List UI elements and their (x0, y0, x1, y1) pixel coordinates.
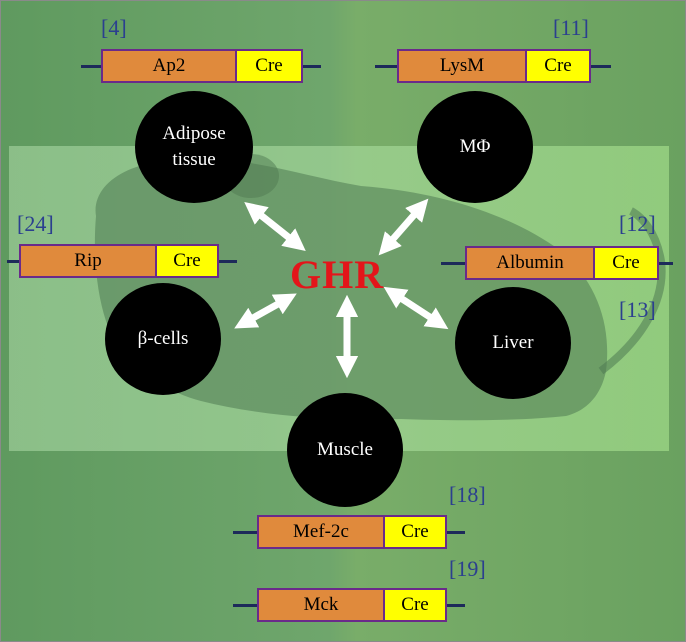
cre-segment: Cre (385, 517, 445, 547)
construct-lysm: LysM Cre (375, 49, 611, 83)
ref-label: [11] (553, 15, 589, 40)
ref-label: [13] (619, 297, 656, 322)
ref-label: [24] (17, 211, 54, 236)
cre-segment: Cre (237, 51, 301, 81)
promoter-segment: LysM (399, 51, 527, 81)
double-arrow-beta-cells (234, 293, 297, 329)
tissue-node-beta-cells: β-cells (105, 283, 221, 395)
ghr-label: GHR (290, 252, 385, 297)
promoter-segment: Mef-2c (259, 517, 385, 547)
construct-box: LysM Cre (397, 49, 591, 83)
construct-rip: Rip Cre (7, 244, 237, 278)
tissue-label: Adipose tissue (162, 123, 226, 170)
promoter-segment: Mck (259, 590, 385, 620)
promoter-segment: Ap2 (103, 51, 237, 81)
ref-label: [12] (619, 211, 656, 236)
tissue-label: β-cells (137, 328, 189, 350)
tissue-node-muscle: Muscle (287, 393, 403, 507)
promoter-segment: Rip (21, 246, 157, 276)
ref-label: [4] (101, 15, 127, 40)
tissue-node-macrophage: MΦ (417, 91, 533, 203)
double-arrow-adipose (244, 202, 306, 251)
double-arrow-macrophage (378, 198, 429, 256)
tissue-label: Liver (492, 332, 534, 354)
tissue-node-adipose: Adipose tissue (135, 91, 253, 203)
construct-mef2c: Mef-2c Cre (233, 515, 465, 549)
construct-albumin: Albumin Cre (441, 246, 673, 280)
tissue-node-liver: Liver (455, 287, 571, 399)
tissue-label: MΦ (459, 136, 491, 158)
construct-box: Mck Cre (257, 588, 447, 622)
construct-box: Ap2 Cre (101, 49, 303, 83)
promoter-segment: Albumin (467, 248, 595, 278)
ref-label: [19] (449, 556, 486, 581)
construct-mck: Mck Cre (233, 588, 465, 622)
ref-label: [18] (449, 482, 486, 507)
cre-segment: Cre (527, 51, 589, 81)
cre-segment: Cre (595, 248, 657, 278)
construct-ap2: Ap2 Cre (81, 49, 321, 83)
construct-box: Mef-2c Cre (257, 515, 447, 549)
cre-segment: Cre (157, 246, 217, 276)
cre-segment: Cre (385, 590, 445, 620)
double-arrow-liver (383, 286, 449, 330)
tissue-label: Muscle (317, 439, 373, 461)
construct-box: Rip Cre (19, 244, 219, 278)
construct-box: Albumin Cre (465, 246, 659, 280)
